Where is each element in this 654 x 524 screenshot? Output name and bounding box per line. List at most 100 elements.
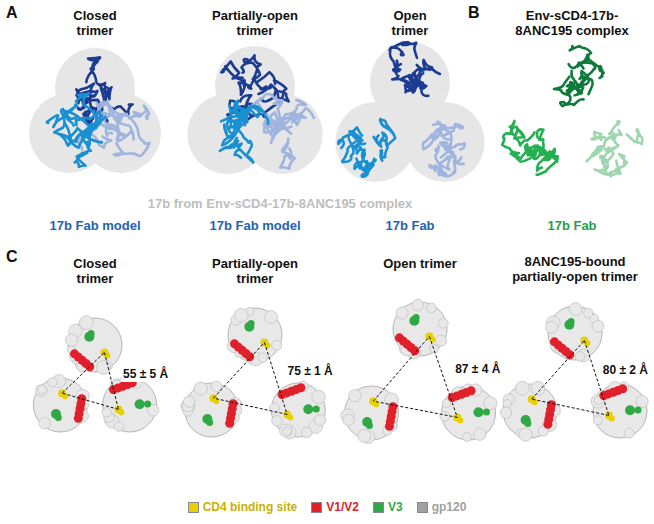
v3-patch (313, 405, 320, 412)
legend-swatch (373, 502, 384, 513)
v3-patch (473, 407, 483, 417)
surface-bump (515, 381, 529, 395)
legend-item: V3 (373, 500, 403, 514)
surface-bump (474, 428, 486, 440)
v1v2-patch (385, 422, 394, 431)
v1v2-patch (550, 337, 559, 346)
trimer-surface (405, 102, 485, 182)
panel-label: 17b Fab (350, 218, 470, 233)
v1v2-patch (74, 414, 83, 423)
distance-label: 80 ± 2 Å (601, 363, 650, 378)
surface-bump (39, 418, 50, 429)
surface-bump (592, 320, 604, 332)
distance-line (213, 342, 264, 398)
surface-bump (194, 382, 207, 395)
surface-bump (575, 352, 585, 362)
panel-letter: A (6, 4, 18, 22)
surface-bump (584, 308, 593, 317)
surface-bump (183, 396, 195, 408)
legend-text: CD4 binding site (203, 500, 298, 514)
panel-label: Closed trimer (60, 8, 130, 38)
distance-label: 87 ± 4 Å (453, 362, 502, 377)
surface-bump (65, 334, 77, 346)
panel-label: 17b from Env-sCD4-17b-8ANC195 complex (80, 196, 480, 211)
surface-bump (79, 316, 93, 330)
distance-line (373, 401, 457, 417)
legend-text: gp120 (432, 500, 467, 514)
fab-ribbon (616, 154, 627, 170)
distance-line (62, 352, 104, 393)
v3-patch (524, 420, 531, 427)
surface-bump (503, 400, 511, 408)
fab-ribbon (239, 79, 271, 95)
panel-letter: B (468, 4, 480, 22)
surface-bump (427, 303, 437, 313)
legend-item: CD4 binding site (188, 500, 298, 514)
fab-ribbon (338, 133, 365, 156)
v1v2-patch (618, 384, 627, 393)
surface-bump (546, 321, 558, 333)
fab-ribbon (86, 57, 100, 82)
v3-patch (206, 419, 213, 426)
trimer-surface (187, 94, 267, 174)
trimer-surface (335, 102, 415, 182)
surface-bump (396, 307, 408, 319)
surface-bump (343, 414, 354, 425)
legend-text: V1/V2 (326, 500, 359, 514)
fab-ribbon (554, 77, 593, 95)
surface-bump (624, 428, 634, 438)
surface-bump (37, 385, 46, 394)
legend-text: V3 (388, 500, 403, 514)
v3-patch (366, 422, 373, 429)
distance-line (532, 399, 609, 415)
v3-patch (483, 408, 490, 415)
gp120-surface (593, 384, 647, 438)
cd4bs-patch (118, 409, 124, 415)
cd4bs-patch (457, 417, 463, 423)
cd4bs-patch (584, 340, 590, 346)
fab-ribbon (220, 138, 242, 151)
fab-ribbon (392, 69, 413, 92)
surface-bump (272, 340, 282, 350)
surface-bump (279, 424, 292, 437)
surface-bump (519, 428, 532, 441)
v3-patch (625, 405, 635, 415)
fab-ribbon (514, 144, 535, 158)
fab-ribbon (410, 60, 440, 79)
surface-bump (569, 303, 582, 316)
cd4bs-patch (609, 415, 615, 421)
surface-bump (35, 385, 46, 396)
panel-label: 17b Fab model (185, 218, 325, 233)
surface-bump (440, 412, 450, 422)
surface-bump (484, 397, 497, 410)
v3-patch (634, 406, 641, 413)
v3-patch (88, 330, 95, 337)
v1v2-patch (543, 420, 552, 429)
v1v2-patch (70, 349, 79, 358)
distance-line (373, 336, 429, 401)
surface-bump (258, 353, 267, 362)
fab-ribbon (76, 93, 97, 142)
v1v2-patch (230, 339, 239, 348)
fab-ribbon (242, 55, 261, 79)
surface-bump (636, 395, 648, 407)
surface-bump (349, 390, 361, 402)
panel-label: 17b Fab (512, 218, 632, 233)
panel-label: Closed trimer (60, 256, 130, 286)
legend-item: gp120 (417, 500, 467, 514)
fab-ribbon (374, 133, 388, 161)
fab-ribbon (356, 159, 375, 177)
legend-swatch (417, 502, 428, 513)
surface-bump (531, 381, 545, 395)
v1v2-patch (395, 333, 404, 342)
v3-patch (568, 318, 575, 325)
surface-bump (114, 422, 124, 432)
v3-patch (144, 400, 151, 407)
gp120-surface (68, 318, 122, 372)
fab-ribbon (390, 42, 418, 58)
panel-label: Open trimer (375, 256, 465, 271)
cd4bs-patch (264, 342, 270, 348)
fab-ribbon (591, 130, 621, 140)
surface-bump (234, 309, 248, 323)
panel-label: Partially-open trimer (200, 8, 310, 38)
